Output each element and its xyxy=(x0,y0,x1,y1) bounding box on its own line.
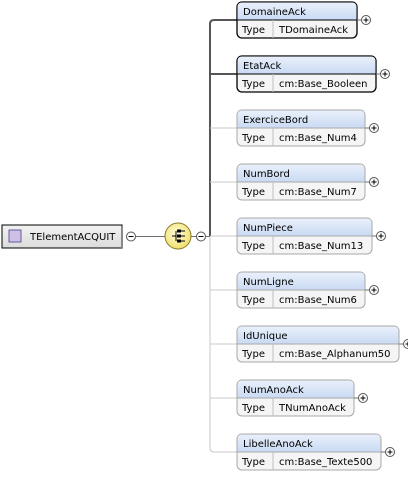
element-name: EtatAck xyxy=(243,61,281,72)
connector-optional-trunk xyxy=(209,236,237,453)
element-header xyxy=(237,164,365,182)
root-element[interactable]: TElementACQUIT xyxy=(1,224,123,249)
element-name: IdUnique xyxy=(243,331,288,342)
sequence-compositor-icon xyxy=(172,229,185,243)
type-label: Type xyxy=(241,187,265,198)
expand-toggle[interactable] xyxy=(399,339,408,349)
element-type: cm:Base_Num6 xyxy=(279,295,357,306)
element-type: cm:Base_Alphanum50 xyxy=(279,349,391,360)
expand-toggle[interactable] xyxy=(381,447,395,457)
element-header xyxy=(237,380,354,398)
root-collapse-toggle[interactable] xyxy=(126,231,136,242)
element-name: NumAnoAck xyxy=(243,385,304,396)
element-type: cm:Base_Num4 xyxy=(279,133,357,144)
complex-type-icon xyxy=(8,229,22,243)
element-name: NumBord xyxy=(243,169,290,180)
type-label: Type xyxy=(241,349,265,360)
expand-toggle[interactable] xyxy=(365,177,379,187)
element-name: ExerciceBord xyxy=(243,115,308,126)
type-label: Type xyxy=(241,457,265,468)
sequence-collapse-toggle[interactable] xyxy=(196,231,206,242)
expand-toggle[interactable] xyxy=(365,285,379,295)
element-type: cm:Base_Num7 xyxy=(279,187,357,198)
tree-connectors xyxy=(206,19,237,453)
element-type: TDomaineAck xyxy=(278,25,348,36)
connector-required-trunk xyxy=(209,19,237,237)
element-type: cm:Base_Texte500 xyxy=(279,457,372,468)
type-label: Type xyxy=(241,241,265,252)
element-name: LibelleAnoAck xyxy=(243,439,313,450)
sequence-compositor[interactable] xyxy=(164,222,192,250)
type-label: Type xyxy=(241,295,265,306)
element-header xyxy=(237,56,376,74)
element-name: DomaineAck xyxy=(243,7,306,18)
type-label: Type xyxy=(241,133,265,144)
expand-toggle[interactable] xyxy=(365,123,379,133)
element-header xyxy=(237,218,372,236)
element-name: NumLigne xyxy=(243,277,294,288)
element-header xyxy=(237,110,365,128)
expand-toggle[interactable] xyxy=(354,393,368,403)
type-label: Type xyxy=(241,79,265,90)
expand-toggle[interactable] xyxy=(372,231,386,241)
root-element-label: TElementACQUIT xyxy=(29,232,116,243)
element-header xyxy=(237,434,381,452)
element-header xyxy=(237,326,399,344)
type-label: Type xyxy=(241,25,265,36)
element-type: TNumAnoAck xyxy=(278,403,346,414)
expand-toggle[interactable] xyxy=(376,69,390,79)
element-type: cm:Base_Num13 xyxy=(279,241,363,252)
type-label: Type xyxy=(241,403,265,414)
element-header xyxy=(237,2,357,20)
element-name: NumPiece xyxy=(243,223,293,234)
element-type: cm:Base_Booleen xyxy=(279,79,367,90)
expand-toggle[interactable] xyxy=(357,15,371,25)
element-header xyxy=(237,272,365,290)
